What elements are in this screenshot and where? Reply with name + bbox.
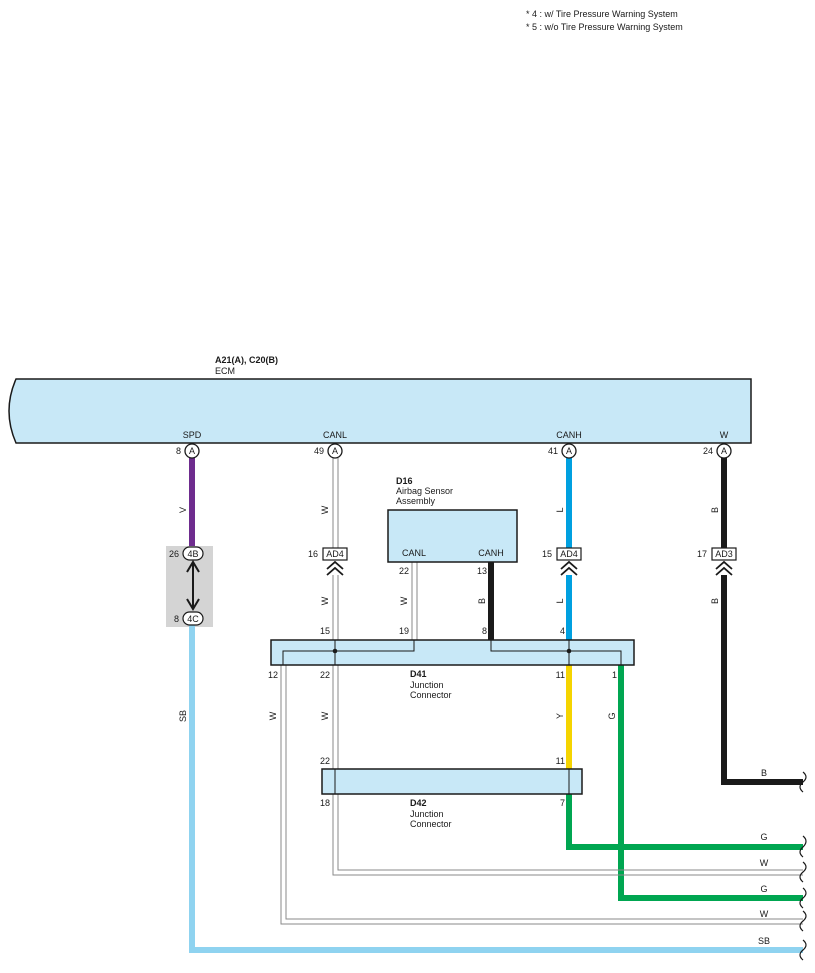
d41-top-pin-15: 15: [320, 626, 330, 636]
d16-name-2: Assembly: [396, 496, 436, 506]
right-label-b: B: [761, 768, 767, 778]
ecm-pin-canh: A 41: [548, 443, 577, 459]
label-w-b-upper: B: [710, 507, 720, 513]
label-d16-b: B: [477, 598, 487, 604]
d41-top-pin-8: 8: [482, 626, 487, 636]
svg-text:A: A: [332, 446, 338, 456]
ecm-code: A21(A), C20(B): [215, 355, 278, 365]
label-canh-l-lower: L: [555, 598, 565, 603]
d41-bottom-pin-12: 12: [268, 670, 278, 680]
svg-text:15: 15: [542, 549, 552, 559]
wire-w-white-d42-18: [332, 794, 803, 876]
d16-pin-canh: CANH: [478, 548, 504, 558]
d42-top-pin-22: 22: [320, 756, 330, 766]
svg-text:8: 8: [174, 614, 179, 624]
right-label-sb: SB: [758, 936, 770, 946]
d16-name-1: Airbag Sensor: [396, 486, 453, 496]
svg-text:4C: 4C: [187, 614, 199, 624]
continuation-break-marks: [799, 771, 807, 961]
label-canl-w-upper: W: [320, 505, 330, 514]
right-label-w-2: W: [760, 909, 769, 919]
d42-internal-bus: [334, 769, 570, 794]
wire-d16-canl-white: [411, 562, 418, 640]
d42-top-pin-11: 11: [556, 756, 565, 766]
connector-4c: 4C 8: [174, 611, 204, 626]
d16-num-canh: 13: [477, 566, 487, 576]
d16-box: [387, 509, 518, 563]
label-w-b-lower: B: [710, 598, 720, 604]
ecm-pin-w-num: 24: [703, 446, 713, 456]
d16-num-canl: 22: [399, 566, 409, 576]
splice-arrows: [186, 560, 200, 611]
d41-box: [270, 639, 635, 666]
svg-text:17: 17: [697, 549, 707, 559]
svg-text:16: 16: [308, 549, 318, 559]
svg-text:26: 26: [169, 549, 179, 559]
wire-g-green-d42: [566, 794, 803, 850]
connector-canh-ad4: AD4 15: [542, 547, 582, 576]
wire-g-green-d41: [618, 665, 803, 901]
label-v: V: [178, 507, 188, 513]
svg-text:AD3: AD3: [715, 549, 733, 559]
d42-name-2: Connector: [410, 819, 452, 829]
d42-code: D42: [410, 798, 427, 808]
d41-bottom-pin-1: 1: [612, 670, 617, 680]
right-label-g-2: G: [760, 884, 767, 894]
ecm-pin-canl-label: CANL: [323, 430, 347, 440]
wire-canl-white: [332, 458, 339, 640]
ecm-pin-spd-label: SPD: [183, 430, 202, 440]
d42-name-1: Junction: [410, 809, 444, 819]
svg-text:A: A: [721, 446, 727, 456]
right-label-g-1: G: [760, 832, 767, 842]
d41-top-pin-4: 4: [560, 626, 565, 636]
note-line-1: * 4 : w/ Tire Pressure Warning System: [526, 9, 678, 19]
label-y: Y: [555, 713, 565, 719]
label-canh-l-upper: L: [555, 507, 565, 512]
wire-sb: [189, 625, 803, 953]
svg-text:AD4: AD4: [560, 549, 578, 559]
label-canl-w-lower: W: [320, 596, 330, 605]
label-sb: SB: [178, 710, 188, 722]
d42-box: [321, 768, 583, 795]
d41-code: D41: [410, 669, 427, 679]
wire-w-white-d41-12: [280, 665, 803, 925]
svg-text:A: A: [189, 446, 195, 456]
d16-pin-canl: CANL: [402, 548, 426, 558]
svg-text:A: A: [566, 446, 572, 456]
connector-w-ad3: AD3 17: [697, 547, 737, 576]
svg-text:4B: 4B: [187, 549, 198, 559]
d41-junction-dot-canl: [332, 648, 338, 654]
ecm-box: [8, 378, 752, 444]
d41-bottom-pin-22: 22: [320, 670, 330, 680]
label-d41-22-w: W: [320, 711, 330, 720]
d41-name-1: Junction: [410, 680, 444, 690]
svg-text:AD4: AD4: [326, 549, 344, 559]
ecm-pin-w-label: W: [720, 430, 729, 440]
d16-code: D16: [396, 476, 413, 486]
ecm-pin-spd: A 8: [176, 443, 200, 459]
right-label-w-1: W: [760, 858, 769, 868]
label-g: G: [607, 712, 617, 719]
connector-canl-ad4: AD4 16: [308, 547, 348, 576]
label-d41-12-w: W: [268, 711, 278, 720]
d41-bottom-pin-11: 11: [556, 670, 565, 680]
d42-bottom-pin-7: 7: [560, 798, 565, 808]
d42-bottom-pin-18: 18: [320, 798, 330, 808]
label-d16-w: W: [399, 596, 409, 605]
ecm-pin-canh-label: CANH: [556, 430, 582, 440]
wire-w-black-lower: [721, 575, 803, 785]
d41-top-pin-19: 19: [399, 626, 409, 636]
ecm-pin-canl-num: 49: [314, 446, 324, 456]
ecm-pin-canh-num: 41: [548, 446, 558, 456]
d41-junction-dot-canh: [566, 648, 572, 654]
ecm-pin-spd-num: 8: [176, 446, 181, 456]
d41-name-2: Connector: [410, 690, 452, 700]
ecm-pin-w: A 24: [703, 443, 732, 459]
connector-4b: 4B 26: [169, 546, 204, 561]
ecm-name: ECM: [215, 366, 235, 376]
note-line-2: * 5 : w/o Tire Pressure Warning System: [526, 22, 683, 32]
ecm-pin-canl: A 49: [314, 443, 343, 459]
wire-w-white-d41-22: [332, 665, 339, 769]
